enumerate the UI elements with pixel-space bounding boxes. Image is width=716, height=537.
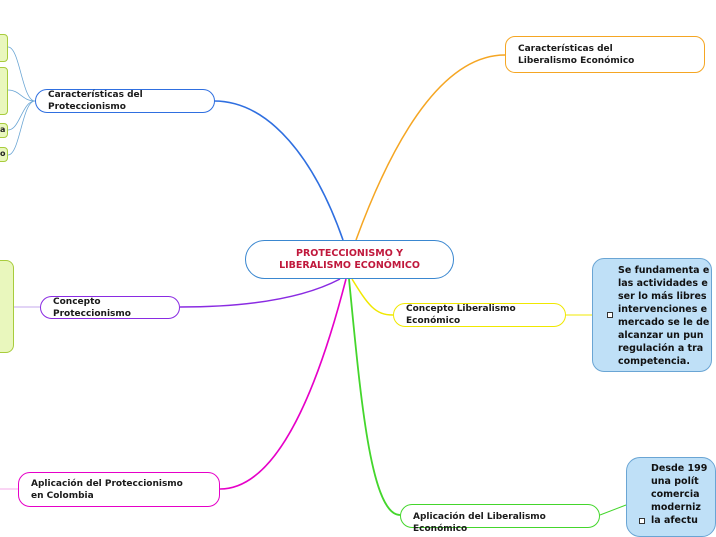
note-aplicacion-liberalismo-line-4: moderniz <box>651 502 701 513</box>
mindmap-connectors <box>0 46 697 516</box>
node-caracteristicas-liberalismo[interactable]: Características del Liberalismo Económic… <box>505 36 705 73</box>
leaf-concepto-proteccionismo-note[interactable] <box>0 260 14 353</box>
connector-caracteristicas-proteccionismo <box>213 100 344 241</box>
connector-concepto-proteccionismo <box>179 278 341 308</box>
node-concepto-proteccionismo[interactable]: Concepto Proteccionismo <box>40 296 180 319</box>
note-concepto-liberalismo-line-3: ser lo más libres <box>618 291 707 302</box>
note-aplicacion-liberalismo-line-1: Desde 199 <box>651 463 708 474</box>
connector-aplicacion-liberalismo-child <box>599 504 627 516</box>
note-concepto-liberalismo-line-5: mercado se le de <box>618 317 710 328</box>
node-aplicacion-liberalismo-label: Aplicación del Liberalismo Económico <box>413 512 546 534</box>
leaf-cp-3-text: a <box>0 125 6 134</box>
node-aplicacion-proteccionismo-label: Aplicación del Proteccionismo en Colombi… <box>31 478 183 501</box>
node-caracteristicas-proteccionismo[interactable]: Características del Proteccionismo <box>35 89 215 113</box>
connector-caracteristicas-liberalismo <box>355 54 506 241</box>
node-caracteristicas-liberalismo-label: Características del Liberalismo Económic… <box>518 43 635 66</box>
note-concepto-liberalismo-line-4: intervenciones e <box>618 304 708 315</box>
note-aplicacion-liberalismo[interactable]: Desde 199 una polít comercia moderniz la… <box>626 457 716 537</box>
central-topic[interactable]: PROTECCIONISMO Y LIBERALISMO ECONÓMICO <box>245 240 454 279</box>
leaf-cp-4-text: o <box>0 149 6 158</box>
note-concepto-liberalismo[interactable]: Se fundamenta e las actividades e ser lo… <box>592 258 712 372</box>
leaf-cp-3[interactable]: a <box>0 123 8 138</box>
node-aplicacion-proteccionismo[interactable]: Aplicación del Proteccionismo en Colombi… <box>18 472 220 507</box>
note-concepto-liberalismo-bullet[interactable] <box>607 312 613 318</box>
connector-cp-child-2 <box>7 89 36 102</box>
node-concepto-liberalismo[interactable]: Concepto Liberalismo Económico <box>393 303 566 327</box>
connector-cp-child-4 <box>7 100 36 156</box>
leaf-cp-1[interactable] <box>0 34 8 62</box>
note-concepto-liberalismo-line-8: competencia. <box>618 356 690 367</box>
node-aplicacion-liberalismo[interactable]: Aplicación del Liberalismo Económico <box>400 504 600 534</box>
connector-aplicacion-proteccionismo <box>219 278 347 490</box>
note-concepto-liberalismo-line-2: las actividades e <box>618 278 708 289</box>
connector-cp-child-1 <box>7 46 36 102</box>
note-aplicacion-liberalismo-bullet[interactable] <box>639 518 645 524</box>
node-concepto-proteccionismo-label: Concepto Proteccionismo <box>53 296 131 319</box>
note-aplicacion-liberalismo-line-3: comercia <box>651 489 700 500</box>
connector-aplicacion-liberalismo <box>348 278 401 516</box>
central-topic-label: PROTECCIONISMO Y LIBERALISMO ECONÓMICO <box>279 247 420 271</box>
node-concepto-liberalismo-label: Concepto Liberalismo Económico <box>406 304 516 326</box>
node-caracteristicas-proteccionismo-label: Características del Proteccionismo <box>48 90 143 112</box>
note-concepto-liberalismo-line-1: Se fundamenta e <box>618 265 710 276</box>
note-aplicacion-liberalismo-line-2: una polít <box>651 476 699 487</box>
note-concepto-liberalismo-line-7: regulación a tra <box>618 343 704 354</box>
leaf-cp-4[interactable]: o <box>0 147 8 162</box>
note-aplicacion-liberalismo-line-5: la afectu <box>651 515 698 526</box>
leaf-cp-2[interactable] <box>0 67 8 115</box>
connector-concepto-liberalismo <box>351 278 394 316</box>
note-concepto-liberalismo-line-6: alcanzar un pun <box>618 330 704 341</box>
